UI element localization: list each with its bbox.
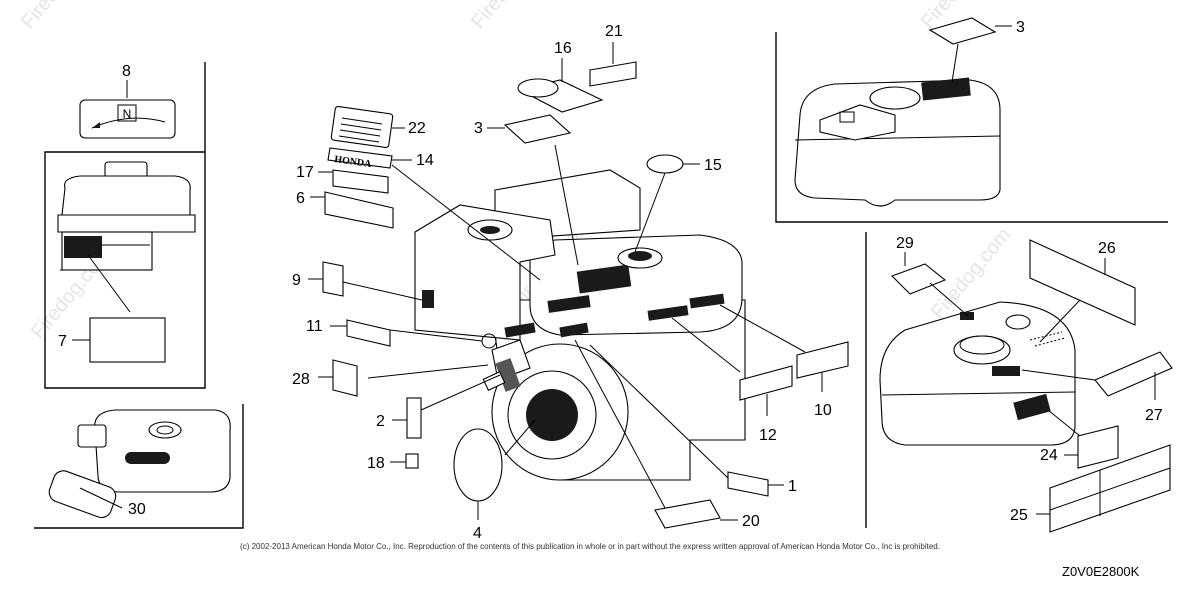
callout-17: 17 [296, 164, 314, 181]
callout-6: 6 [296, 190, 305, 207]
copyright-notice: (c) 2002-2013 American Honda Motor Co., … [240, 542, 940, 551]
watermark: Firedog.com [17, 0, 105, 33]
callout-15: 15 [704, 157, 722, 174]
callout-3b: 3 [1016, 19, 1025, 36]
callout-10: 10 [814, 402, 832, 419]
top-right-tank: 3 [794, 17, 1025, 207]
tank-30-group: 30 [48, 409, 231, 519]
callout-28: 28 [292, 371, 310, 388]
callout-22: 22 [408, 120, 426, 137]
callout-30: 30 [128, 501, 146, 518]
callout-12: 12 [759, 427, 777, 444]
label-8-symbol: N [123, 107, 132, 121]
center-callouts: 21 16 3 15 22 HONDA 14 1 [292, 23, 849, 542]
air-cleaner-group: 7 [57, 161, 196, 363]
callout-21: 21 [605, 23, 623, 40]
callout-3: 3 [474, 120, 483, 137]
callout-26: 26 [1098, 240, 1116, 257]
callout-27: 27 [1145, 407, 1163, 424]
callout-11: 11 [306, 318, 323, 335]
frame-lines [34, 32, 1168, 529]
label-8: N 8 [79, 63, 176, 139]
callout-9: 9 [292, 272, 301, 289]
callout-7: 7 [58, 333, 67, 350]
callout-8: 8 [122, 63, 131, 80]
honda-emblem-text: HONDA [334, 154, 373, 170]
callout-2: 2 [376, 413, 385, 430]
callout-1: 1 [788, 478, 797, 495]
callout-4: 4 [473, 525, 482, 542]
callout-14: 14 [416, 152, 434, 169]
right-tank: 29 26 27 24 25 [879, 235, 1173, 533]
engine-body [414, 169, 746, 481]
diagram-code: Z0V0E2800K [1062, 564, 1140, 579]
callout-25: 25 [1010, 507, 1028, 524]
callout-16: 16 [554, 40, 572, 57]
callout-24: 24 [1040, 447, 1058, 464]
callout-18: 18 [367, 455, 385, 472]
callout-20: 20 [742, 513, 760, 530]
callout-29: 29 [896, 235, 914, 252]
watermark: Firedog.com [467, 0, 555, 33]
